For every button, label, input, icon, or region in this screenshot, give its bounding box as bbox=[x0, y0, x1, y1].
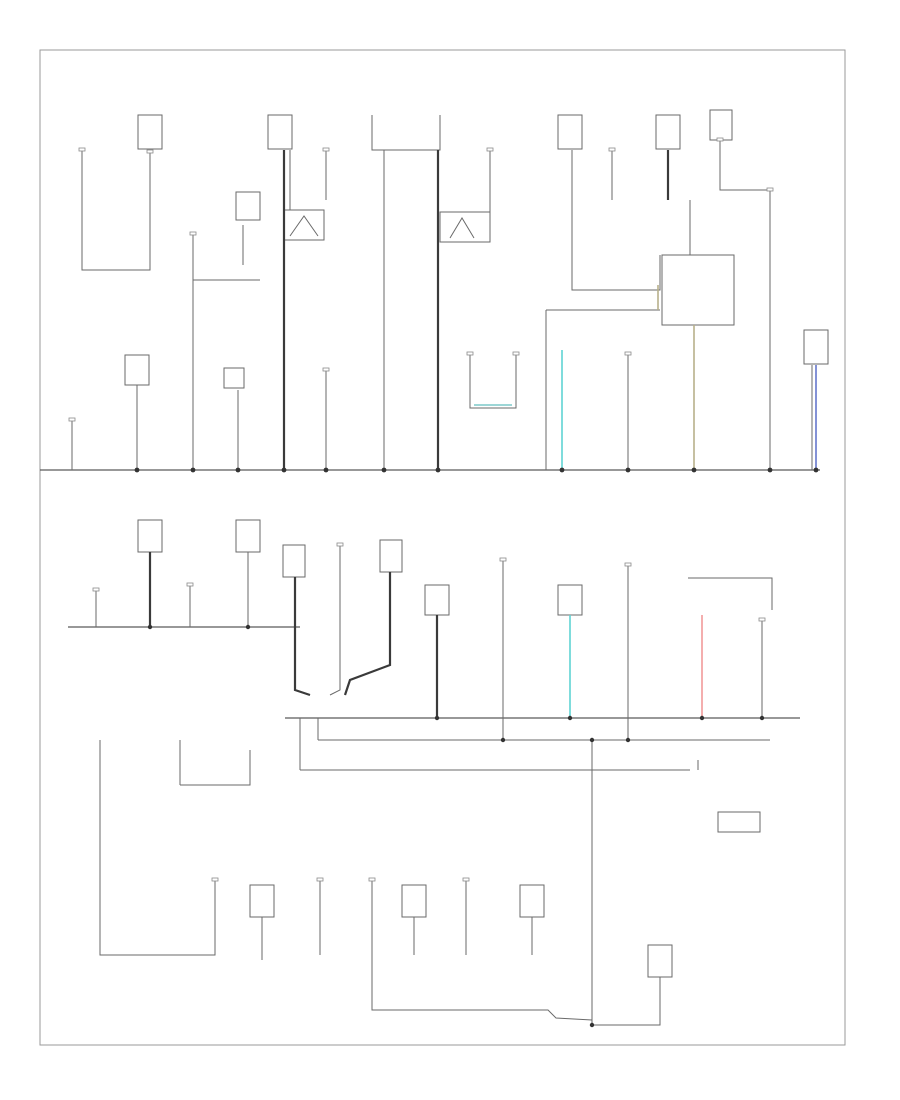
component-box-u14 bbox=[803, 329, 829, 365]
lower-wires bbox=[99, 740, 661, 1026]
lower-splices bbox=[589, 1022, 595, 1028]
component-box-u9 bbox=[557, 114, 583, 150]
middle-section bbox=[68, 519, 800, 1025]
diagram-frame bbox=[39, 49, 846, 1046]
component-box-u15 bbox=[223, 367, 245, 389]
component-box-u10 bbox=[655, 114, 681, 150]
component-box-u6 bbox=[235, 191, 261, 221]
component-box-l2 bbox=[401, 884, 427, 918]
middle-splices bbox=[147, 624, 765, 743]
component-box-m2 bbox=[235, 519, 261, 553]
component-box-m6 bbox=[557, 584, 583, 616]
module-box-u12 bbox=[661, 254, 735, 326]
relay-symbol-u7 bbox=[289, 215, 319, 237]
component-box-m5 bbox=[424, 584, 450, 616]
lower-section bbox=[99, 740, 673, 1028]
component-box-m7 bbox=[717, 811, 761, 833]
upper-connectors bbox=[68, 137, 774, 422]
component-box-u5 bbox=[267, 114, 293, 150]
relay-symbol-u8 bbox=[449, 217, 475, 239]
component-box-l4 bbox=[647, 944, 673, 978]
upper-wires bbox=[71, 115, 813, 470]
lower-connectors bbox=[211, 877, 470, 882]
component-box-u13 bbox=[124, 354, 150, 386]
component-box-u11 bbox=[709, 109, 733, 141]
upper-splices bbox=[134, 467, 819, 473]
component-box-l1 bbox=[249, 884, 275, 918]
component-box-m3 bbox=[282, 544, 306, 578]
relay-box-u8 bbox=[439, 211, 491, 243]
component-box-m4 bbox=[379, 539, 403, 573]
component-box-l3 bbox=[519, 884, 545, 918]
middle-wires bbox=[95, 545, 773, 1025]
component-box-m1 bbox=[137, 519, 163, 553]
component-box-u2 bbox=[137, 114, 163, 150]
middle-connectors bbox=[92, 542, 766, 622]
upper-section bbox=[40, 109, 829, 473]
